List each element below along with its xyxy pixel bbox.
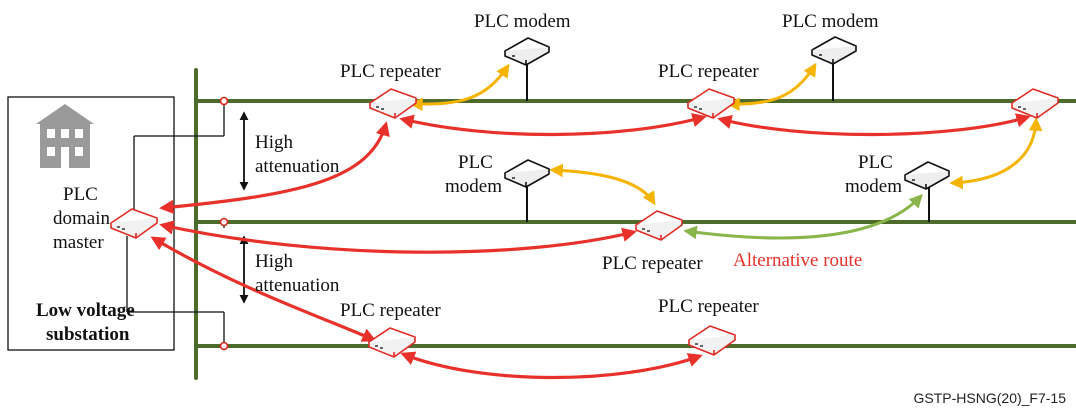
repeater-icon	[687, 88, 735, 119]
primary-links	[150, 113, 1031, 380]
attenuation-2-line1: High	[255, 251, 294, 272]
link-modem-mid-1-repeater-mid	[549, 163, 656, 206]
domain-master-repeater-icon	[110, 208, 158, 239]
repeater-icon	[688, 325, 736, 356]
figure-id: GSTP-HSNG(20)_F7-15	[914, 390, 1067, 406]
repeater-mid-label: PLC repeater	[602, 253, 703, 274]
link-repeater-top-1-modem-top-1	[409, 63, 510, 111]
attenuation-1-line2: attenuation	[255, 156, 340, 177]
modem-links	[409, 62, 1043, 206]
power-lines	[194, 68, 1076, 380]
substation-label-line2: substation	[46, 324, 130, 345]
repeater-top-1-label: PLC repeater	[340, 61, 441, 82]
alternative-route-link	[683, 194, 923, 240]
house-icon	[36, 104, 94, 168]
modem-mid-2-line1: PLC	[858, 152, 893, 173]
repeater-icon	[369, 88, 417, 119]
repeater-bot-1-label: PLC repeater	[340, 300, 441, 321]
modem-icon	[904, 161, 950, 190]
master-label-line2: domain	[53, 208, 110, 229]
repeater-icon	[1011, 88, 1059, 119]
link-repeater-top-1-top-2	[399, 113, 707, 137]
link-repeater-bot-1-bot-2	[400, 351, 703, 380]
coupler-middle	[219, 217, 229, 228]
substation-label-line1: Low voltage	[36, 300, 135, 321]
attenuation-1-line1: High	[255, 132, 294, 153]
alternative-route-label: Alternative route	[733, 250, 862, 271]
modem-mid-2-line2: modem	[845, 176, 902, 197]
modem-stems	[526, 58, 930, 222]
link-repeater-top-2-top-3	[717, 113, 1031, 137]
repeater-icon	[635, 210, 683, 241]
modem-icon	[504, 37, 550, 66]
master-label-line1: PLC	[63, 184, 98, 205]
repeater-top-2-label: PLC repeater	[658, 61, 759, 82]
master-label-line3: master	[53, 232, 104, 253]
link-master-repeater-bot-1	[150, 236, 377, 342]
modem-icon	[504, 159, 550, 188]
link-master-repeater-mid	[159, 220, 637, 254]
modem-icon	[811, 36, 857, 65]
attenuation-2-line2: attenuation	[255, 275, 340, 296]
repeater-icon	[368, 327, 416, 358]
link-modem-mid-2-repeater-top-3	[949, 117, 1043, 190]
link-repeater-top-2-modem-top-2	[726, 62, 817, 112]
link-master-repeater-top-1	[159, 121, 390, 215]
coupler-top	[133, 96, 229, 216]
modem-mid-1-line1: PLC	[458, 152, 493, 173]
modem-mid-1-line2: modem	[445, 176, 502, 197]
modem-top-2-label: PLC modem	[782, 11, 879, 32]
modem-top-1-label: PLC modem	[474, 11, 571, 32]
repeater-bot-2-label: PLC repeater	[658, 296, 759, 317]
